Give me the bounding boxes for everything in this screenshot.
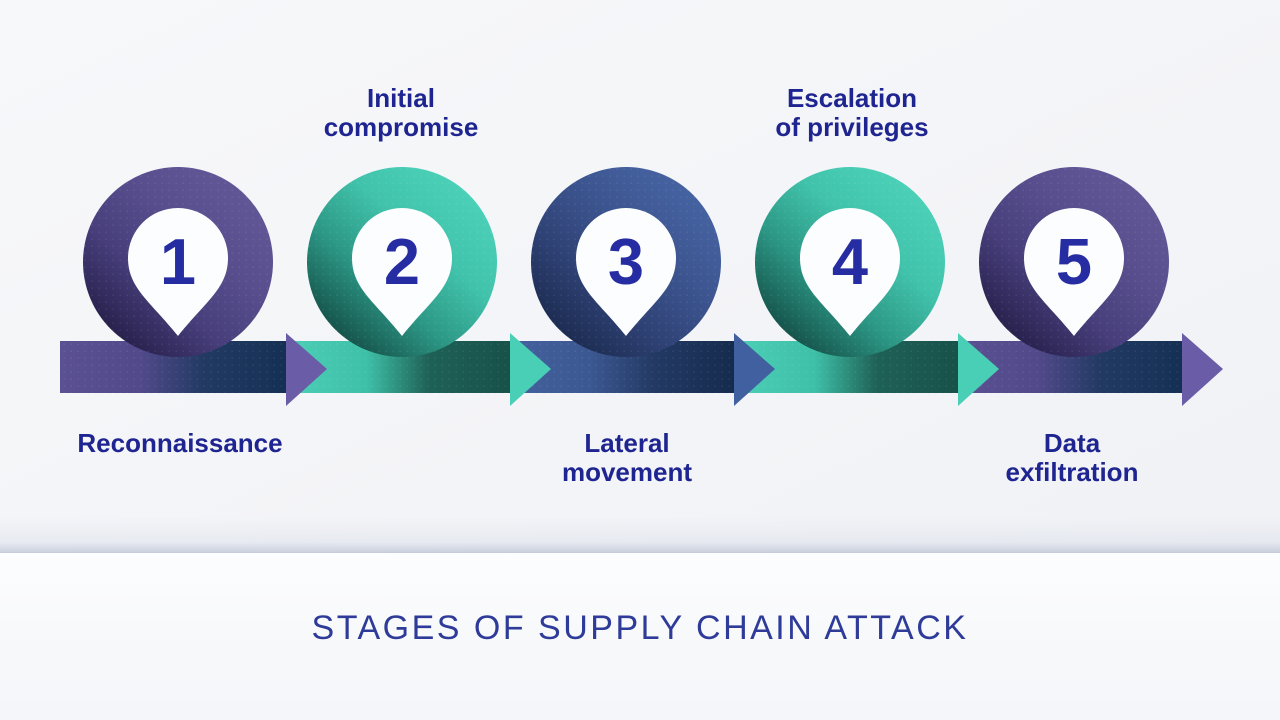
stage-2-arrow-icon — [510, 333, 551, 406]
stage-4-label: Escalation of privileges — [775, 83, 929, 142]
stage-3-number: 3 — [607, 225, 645, 298]
stage-5-teardrop — [1024, 208, 1124, 336]
stage-1-number: 1 — [159, 225, 197, 298]
stage-1-label: Reconnaissance — [77, 428, 283, 458]
stage-5-number: 5 — [1055, 225, 1093, 298]
stage-3-label: Lateral movement — [561, 428, 693, 487]
stage-5-arrow-icon — [1182, 333, 1223, 406]
infographic-title: STAGES OF SUPPLY CHAIN ATTACK — [311, 608, 969, 647]
stage-3-arrow-icon — [734, 333, 775, 406]
stage-4-number: 4 — [831, 225, 869, 298]
stage-4-teardrop — [800, 208, 900, 336]
stage-3-teardrop — [576, 208, 676, 336]
stage-1-arrow-icon — [286, 333, 327, 406]
stage-2-teardrop — [352, 208, 452, 336]
stage-2-number: 2 — [383, 225, 421, 298]
stage-5-label: Data exfiltration — [1005, 428, 1139, 487]
stages-diagram: 1 2 3 4 5 Reconnaissance Initial comprom… — [60, 83, 1223, 487]
loop-ribbon-diagram-svg — [60, 167, 1223, 406]
stage-1-teardrop — [128, 208, 228, 336]
footer-panel-shadow — [0, 516, 1280, 553]
stage-2-label: Initial compromise — [323, 83, 479, 142]
footer-panel: STAGES OF SUPPLY CHAIN ATTACK — [0, 553, 1280, 720]
stage-4-arrow-icon — [958, 333, 999, 406]
